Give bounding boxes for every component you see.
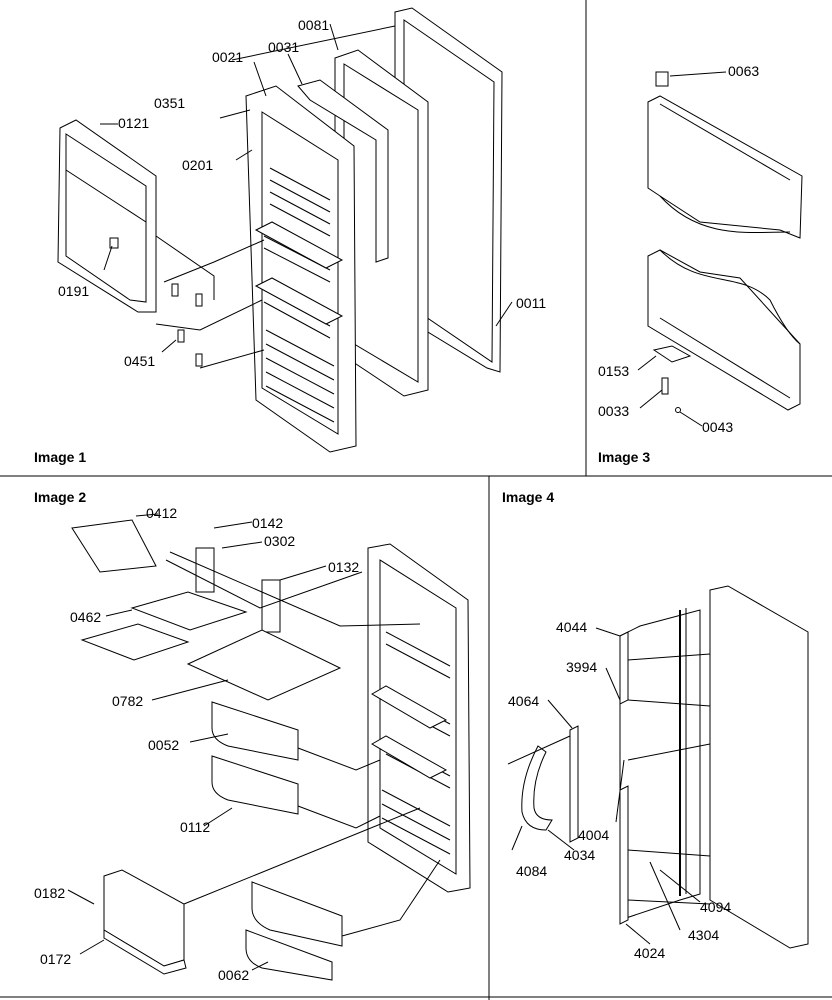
door-hinge-bracket-b bbox=[261, 579, 281, 633]
part-label-0462: 0462 bbox=[70, 609, 101, 625]
door-handle bbox=[521, 745, 553, 831]
part-label-4064: 4064 bbox=[508, 693, 539, 709]
door-bin-1 bbox=[211, 701, 299, 761]
part-label-0191: 0191 bbox=[58, 283, 89, 299]
door-section-top bbox=[647, 95, 803, 239]
part-label-0062: 0062 bbox=[218, 967, 249, 983]
breaker-strip bbox=[297, 79, 389, 263]
panel-image-2 bbox=[67, 513, 471, 981]
leader-lines-1 bbox=[100, 23, 513, 369]
trim-strip-lower bbox=[619, 785, 629, 925]
shelf-upper bbox=[130, 591, 248, 631]
part-label-0021: 0021 bbox=[212, 49, 243, 65]
part-label-0063: 0063 bbox=[728, 63, 759, 79]
refrigerator-door-liner bbox=[367, 543, 471, 893]
dairy-door bbox=[103, 869, 185, 967]
panel-title-image-2: Image 2 bbox=[34, 489, 86, 505]
hinge-bushing bbox=[661, 377, 669, 395]
hinge-bracket bbox=[652, 345, 692, 363]
part-label-0011: 0011 bbox=[516, 295, 546, 311]
inner-door-liner bbox=[245, 85, 357, 453]
part-label-0153: 0153 bbox=[598, 363, 629, 379]
part-label-0052: 0052 bbox=[148, 737, 179, 753]
panel-title-image-1: Image 1 bbox=[34, 449, 86, 465]
part-label-0121: 0121 bbox=[118, 115, 149, 131]
dairy-door-base bbox=[103, 929, 187, 975]
door-frame bbox=[619, 609, 701, 921]
leader-lines-4 bbox=[507, 627, 711, 945]
part-label-0351: 0351 bbox=[154, 95, 185, 111]
part-label-0451: 0451 bbox=[124, 353, 155, 369]
door-bin-4 bbox=[245, 929, 333, 981]
trim-strip-upper bbox=[619, 631, 629, 705]
part-label-4004: 4004 bbox=[578, 827, 609, 843]
shelf-clips bbox=[171, 283, 203, 367]
shelf-glass bbox=[186, 629, 342, 701]
part-label-4024: 4024 bbox=[634, 945, 665, 961]
part-label-0132: 0132 bbox=[328, 559, 359, 575]
panel-title-image-3: Image 3 bbox=[598, 449, 650, 465]
part-label-0112: 0112 bbox=[180, 819, 210, 835]
dispenser-cover bbox=[57, 119, 157, 313]
door-hinge-bracket-a bbox=[195, 547, 215, 593]
part-label-0142: 0142 bbox=[252, 515, 283, 531]
part-label-4044: 4044 bbox=[556, 619, 587, 635]
part-label-0031: 0031 bbox=[268, 39, 299, 55]
leader-lines-3 bbox=[637, 71, 727, 427]
part-label-0302: 0302 bbox=[264, 533, 295, 549]
door-bin-3 bbox=[251, 881, 343, 947]
part-label-0033: 0033 bbox=[598, 403, 629, 419]
part-label-0043: 0043 bbox=[702, 419, 733, 435]
part-label-4304: 4304 bbox=[688, 927, 719, 943]
hinge-screw bbox=[675, 407, 681, 413]
panel-image-3 bbox=[637, 71, 803, 427]
cabinet-side-wall bbox=[709, 585, 809, 949]
trim-strip-middle bbox=[569, 725, 579, 843]
part-label-4084: 4084 bbox=[516, 863, 547, 879]
part-label-0412: 0412 bbox=[146, 505, 177, 521]
shelf-lower bbox=[80, 623, 190, 661]
part-label-0172: 0172 bbox=[40, 951, 71, 967]
part-label-4034: 4034 bbox=[564, 847, 595, 863]
dispenser-trim bbox=[71, 519, 157, 573]
part-label-0782: 0782 bbox=[112, 693, 143, 709]
hinge-pin bbox=[655, 71, 669, 87]
panel-image-1 bbox=[57, 7, 513, 453]
panel-title-image-4: Image 4 bbox=[502, 489, 554, 505]
part-label-0201: 0201 bbox=[182, 157, 213, 173]
door-section-bottom bbox=[647, 249, 801, 411]
panel-image-4 bbox=[507, 585, 809, 949]
part-label-3994: 3994 bbox=[566, 659, 597, 675]
part-label-0182: 0182 bbox=[34, 885, 65, 901]
door-bin-2 bbox=[211, 755, 299, 815]
part-label-0081: 0081 bbox=[298, 17, 329, 33]
leader-lines-2 bbox=[67, 513, 441, 971]
part-label-4094: 4094 bbox=[700, 899, 731, 915]
